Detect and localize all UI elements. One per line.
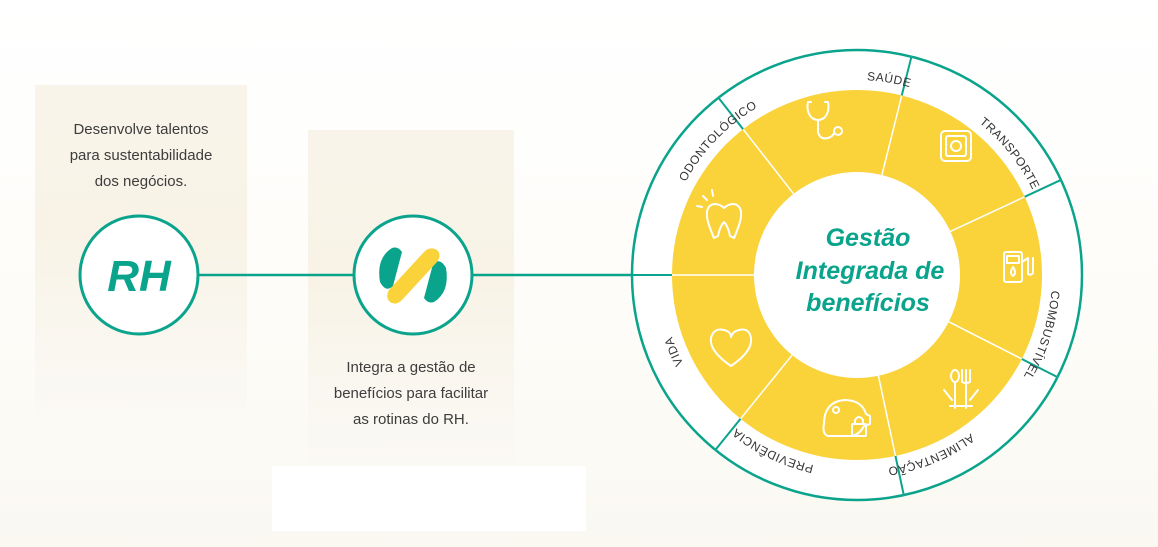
rh-node: RH [78, 214, 200, 336]
fuel-pump-icon [1003, 251, 1034, 283]
integration-node [352, 214, 474, 336]
integration-description: Integra a gestão de benefícios para faci… [308, 355, 514, 433]
center-title-line-2: Integrada de [796, 257, 945, 285]
wheel-ring-divider [894, 455, 905, 496]
wheel-ring-divider [714, 418, 742, 451]
wheel-ring-divider [900, 56, 913, 96]
rh-description: Desenvolve talentos para sustentabilidad… [35, 117, 247, 195]
rh-description-line: para sustentabilidade [69, 147, 213, 164]
wheel-center [754, 172, 960, 378]
blank-panel [272, 466, 586, 531]
center-title-line-3: benefícios [806, 289, 930, 317]
wheel-ring-divider [1021, 358, 1058, 379]
wheel-ring-divider [1024, 179, 1062, 198]
transport-card-icon [940, 130, 972, 162]
wheel-dividers [632, 56, 1062, 496]
tooth-icon [696, 189, 743, 239]
stethoscope-icon [806, 101, 843, 140]
center-title-line-1: Gestão [826, 224, 911, 252]
wheel-ring-divider [717, 97, 744, 130]
rh-description-line: dos negócios. [94, 173, 188, 190]
integration-description-line: as rotinas do RH. [353, 411, 469, 428]
rh-description-line: Desenvolve talentos [73, 121, 209, 138]
heart-icon [709, 328, 753, 367]
integration-description-line: Integra a gestão de [346, 359, 476, 376]
integration-logo-icon [379, 247, 447, 304]
piggy-bank-icon [822, 399, 871, 437]
rh-label: RH [107, 252, 172, 301]
cutlery-icon [943, 369, 979, 409]
integration-description-line: benefícios para facilitar [333, 385, 489, 402]
benefits-wheel: Gestão Integrada de benefícios [630, 48, 1084, 502]
